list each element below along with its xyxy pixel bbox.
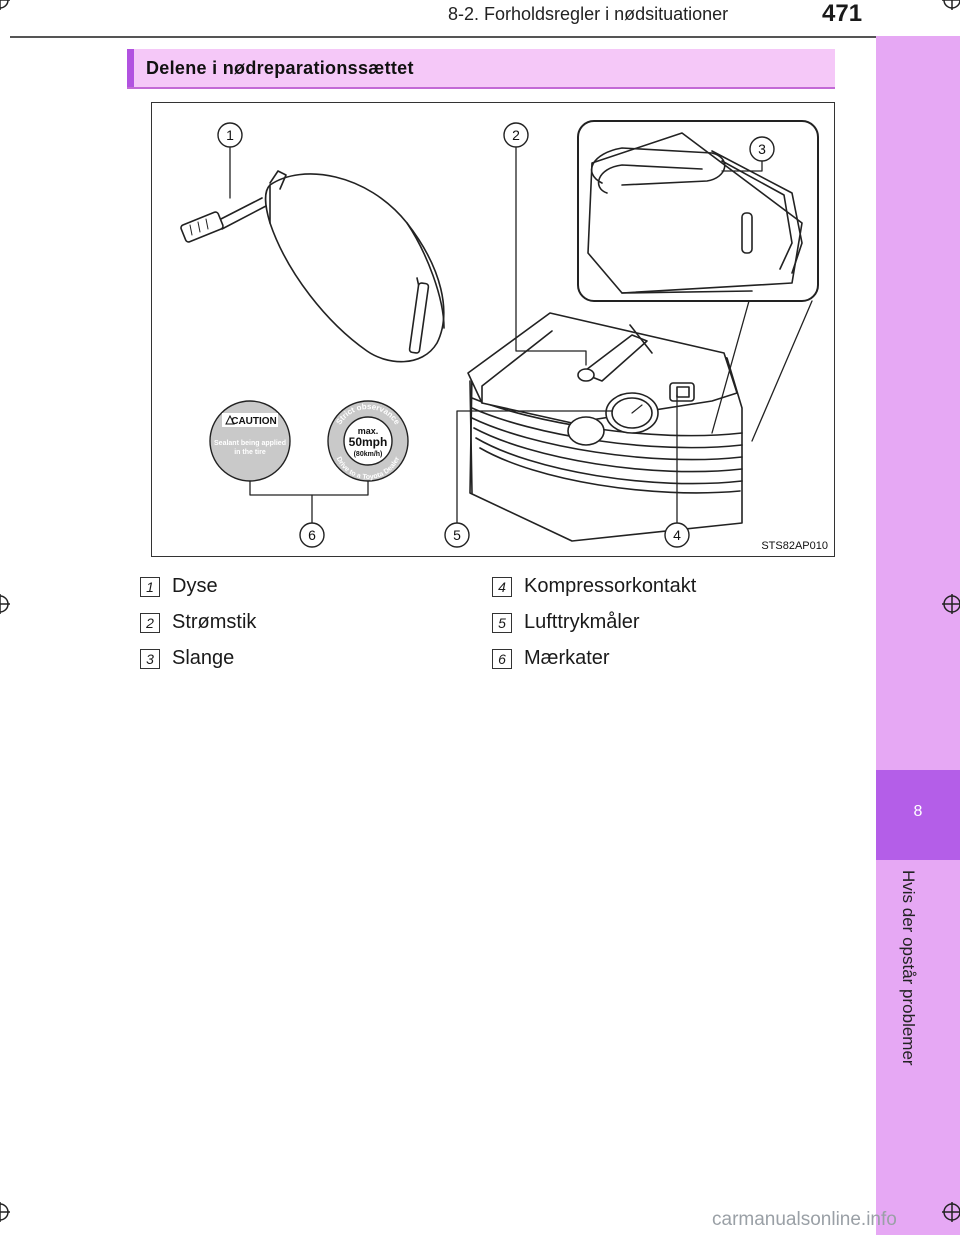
legend-number-badge: 5 <box>492 612 512 633</box>
registration-mark-icon <box>942 0 960 10</box>
registration-mark-icon <box>942 1202 960 1222</box>
chapter-number: 8 <box>913 803 923 820</box>
callout-2: 2 <box>512 127 520 143</box>
header-rule <box>10 36 876 38</box>
page-number: 471 <box>822 0 863 27</box>
chapter-tab <box>876 770 960 860</box>
sealant-bottle-drawing <box>180 170 445 363</box>
legend-item-1: 1 Dyse <box>140 575 218 598</box>
speed-sticker-max: max. <box>358 426 379 436</box>
section-title: Delene i nødreparationssættet <box>146 58 414 78</box>
compressor-drawing <box>467 312 743 542</box>
caution-sticker <box>209 400 291 482</box>
warning-triangle-icon <box>225 414 235 425</box>
section-heading-bar <box>127 49 835 89</box>
speed-sticker-speed: 50mph <box>349 435 388 449</box>
legend-item-5: 5 Lufttrykmåler <box>492 611 640 634</box>
legend-label: Kompressorkontakt <box>524 575 697 597</box>
legend-label: Dyse <box>172 575 218 597</box>
legend-number-badge: 1 <box>140 576 160 597</box>
running-header: 8-2. Forholdsregler i nødsituationer <box>448 4 729 24</box>
speed-sticker <box>327 400 409 482</box>
callout-5: 5 <box>453 527 461 543</box>
repair-kit-figure: 1 2 3 4 5 6 CAUTION Sealant being applie… <box>151 102 835 557</box>
legend-number-badge: 4 <box>492 576 512 597</box>
legend-item-3: 3 Slange <box>140 647 234 670</box>
leader-lines <box>229 147 813 536</box>
registration-mark-icon <box>0 594 10 614</box>
legend-number-badge: 6 <box>492 648 512 669</box>
legend-item-6: 6 Mærkater <box>492 647 610 670</box>
legend-label: Slange <box>172 647 235 669</box>
legend-label: Mærkater <box>524 647 610 669</box>
chapter-title: Hvis der opstår problemer <box>899 870 918 1066</box>
speed-sticker-metric: (80km/h) <box>354 451 383 458</box>
legend-label: Strømstik <box>172 611 257 633</box>
figure-code: STS82AP010 <box>761 540 828 552</box>
footer-watermark: carmanualsonline.info <box>712 1209 897 1230</box>
chapter-sidebar <box>876 36 960 1235</box>
callout-1: 1 <box>226 127 234 143</box>
registration-mark-icon <box>0 1202 10 1222</box>
repair-kit-illustration: 1 2 3 4 5 6 CAUTION Sealant being applie… <box>180 120 819 548</box>
legend-label: Lufttrykmåler <box>524 611 640 633</box>
section-heading-accent <box>127 49 134 87</box>
registration-mark-icon <box>942 594 960 614</box>
legend-item-4: 4 Kompressorkontakt <box>492 575 696 598</box>
registration-mark-icon <box>0 0 10 10</box>
callout-3: 3 <box>758 141 766 157</box>
legend-item-2: 2 Strømstik <box>140 611 256 634</box>
caution-heading: CAUTION <box>231 416 277 427</box>
caution-line-1: Sealant being applied <box>214 440 286 447</box>
legend-number-badge: 2 <box>140 612 160 633</box>
caution-line-2: in the tire <box>234 449 266 456</box>
legend-number-badge: 3 <box>140 648 160 669</box>
hose-inset-drawing <box>577 120 819 302</box>
callout-4: 4 <box>673 527 681 543</box>
callout-circles <box>217 122 775 548</box>
callout-6: 6 <box>308 527 316 543</box>
